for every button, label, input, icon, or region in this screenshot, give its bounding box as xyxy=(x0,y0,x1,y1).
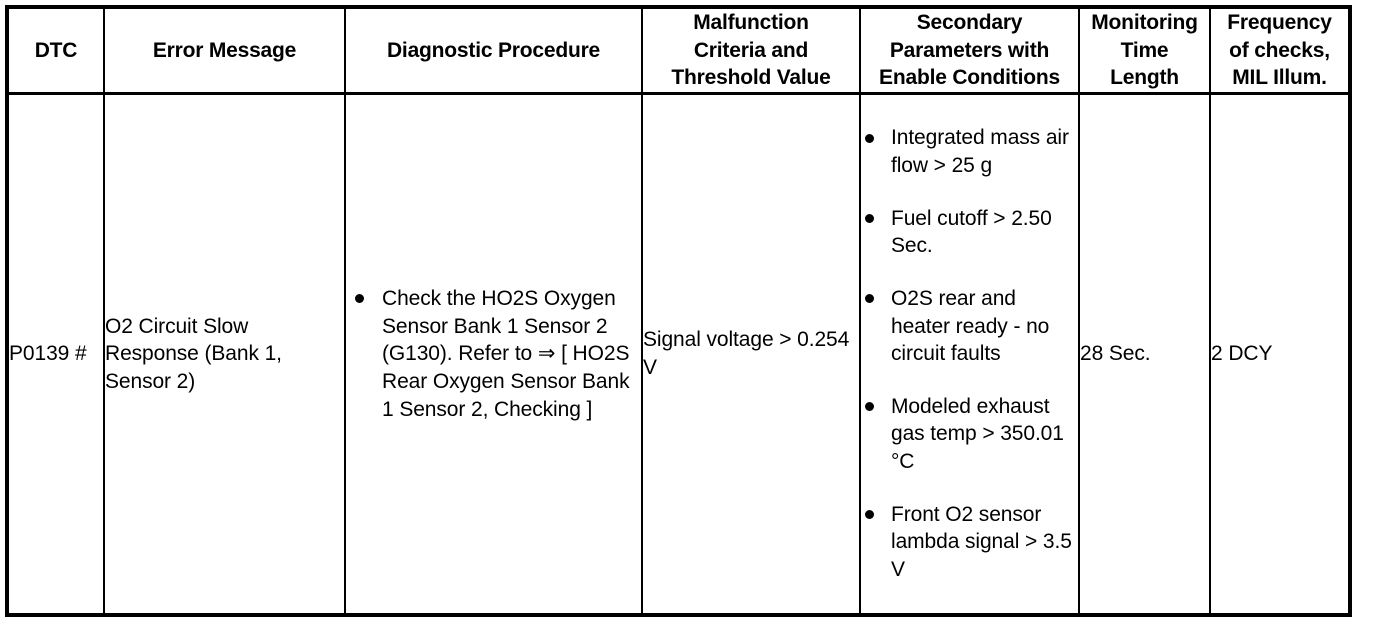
cell-diagnostic-procedure: Check the HO2S Oxygen Sensor Bank 1 Sens… xyxy=(344,93,643,615)
dtc-diagnostic-table: DTC Error Message Diagnostic Procedure M… xyxy=(5,5,1352,617)
list-item: O2S rear and heater ready - no circuit f… xyxy=(861,285,1078,368)
header-row: DTC Error Message Diagnostic Procedure M… xyxy=(6,7,1351,96)
malfunction-criteria-text: Signal voltage > 0.254 V xyxy=(643,328,850,380)
column-header-frequency-line-2: of checks, xyxy=(1229,38,1330,62)
dtc-code: P0139 # xyxy=(9,342,87,366)
list-item: Fuel cutoff > 2.50 Sec. xyxy=(861,205,1078,260)
column-header-frequency-line-1: Frequency xyxy=(1227,11,1332,34)
column-header-frequency-line-3: MIL Illum. xyxy=(1232,66,1327,90)
secondary-parameter-item-text: Fuel cutoff > 2.50 Sec. xyxy=(891,206,1052,258)
column-header-secondary-line-2: Parameters with xyxy=(889,38,1050,62)
column-header-error-message: Error Message xyxy=(103,7,346,96)
monitoring-time-length-text: 28 Sec. xyxy=(1080,342,1151,366)
column-header-secondary-line-1: Secondary xyxy=(916,11,1023,34)
secondary-parameter-item-text: Modeled exhaust gas temp > 350.01 °C xyxy=(891,394,1064,474)
column-header-monitoring-line-3: Length xyxy=(1110,66,1179,90)
bullet-icon xyxy=(865,509,874,519)
column-header-monitoring-time: Monitoring Time Length xyxy=(1078,7,1211,96)
bullet-icon xyxy=(865,401,874,411)
column-header-frequency-of-checks: Frequency of checks, MIL Illum. xyxy=(1209,7,1351,96)
list-item: Check the HO2S Oxygen Sensor Bank 1 Sens… xyxy=(346,285,641,424)
cell-error-message: O2 Circuit Slow Response (Bank 1, Sensor… xyxy=(103,93,346,615)
column-header-monitoring-line-2: Time xyxy=(1120,38,1169,62)
column-header-malfunction-line-3: Threshold Value xyxy=(671,66,831,90)
secondary-parameter-item-text: Front O2 sensor lambda signal > 3.5 V xyxy=(891,502,1072,582)
column-header-dtc-label: DTC xyxy=(34,38,78,62)
list-item: Integrated mass air flow > 25 g xyxy=(861,124,1078,179)
bullet-icon xyxy=(865,294,874,304)
column-header-error-message-label: Error Message xyxy=(152,38,297,62)
cell-dtc: P0139 # xyxy=(6,93,105,615)
column-header-diagnostic-procedure: Diagnostic Procedure xyxy=(344,7,643,96)
secondary-parameter-item-text: Integrated mass air flow > 25 g xyxy=(891,126,1069,178)
secondary-parameter-item-text: O2S rear and heater ready - no circuit f… xyxy=(891,286,1050,366)
bullet-icon xyxy=(355,294,364,304)
column-header-dtc: DTC xyxy=(6,7,105,96)
table-header: DTC Error Message Diagnostic Procedure M… xyxy=(6,7,1351,96)
cell-secondary-parameters: Integrated mass air flow > 25 g Fuel cut… xyxy=(859,93,1080,615)
cell-malfunction-criteria: Signal voltage > 0.254 V xyxy=(641,93,861,615)
error-message-text: O2 Circuit Slow Response (Bank 1, Sensor… xyxy=(105,314,282,393)
list-item: Front O2 sensor lambda signal > 3.5 V xyxy=(861,501,1078,584)
secondary-parameters-list: Integrated mass air flow > 25 g Fuel cut… xyxy=(861,124,1078,583)
column-header-diagnostic-procedure-label: Diagnostic Procedure xyxy=(386,38,601,62)
column-header-monitoring-line-1: Monitoring xyxy=(1091,11,1198,34)
bullet-icon xyxy=(865,133,874,143)
column-header-malfunction-criteria: Malfunction Criteria and Threshold Value xyxy=(641,7,861,96)
diagnostic-procedure-list: Check the HO2S Oxygen Sensor Bank 1 Sens… xyxy=(346,285,641,424)
frequency-of-checks-text: 2 DCY xyxy=(1211,342,1273,366)
column-header-secondary-parameters: Secondary Parameters with Enable Conditi… xyxy=(859,7,1080,96)
column-header-secondary-line-3: Enable Conditions xyxy=(879,66,1060,90)
table-body: P0139 # O2 Circuit Slow Response (Bank 1… xyxy=(6,93,1351,615)
table-row: P0139 # O2 Circuit Slow Response (Bank 1… xyxy=(6,93,1351,615)
column-header-malfunction-line-1: Malfunction xyxy=(693,11,809,34)
diagnostic-procedure-item-text: Check the HO2S Oxygen Sensor Bank 1 Sens… xyxy=(382,286,630,421)
bullet-icon xyxy=(865,213,874,223)
column-header-malfunction-line-2: Criteria and xyxy=(693,38,809,62)
list-item: Modeled exhaust gas temp > 350.01 °C xyxy=(861,393,1078,476)
cell-monitoring-time-length: 28 Sec. xyxy=(1078,93,1211,615)
cell-frequency-of-checks: 2 DCY xyxy=(1209,93,1351,615)
